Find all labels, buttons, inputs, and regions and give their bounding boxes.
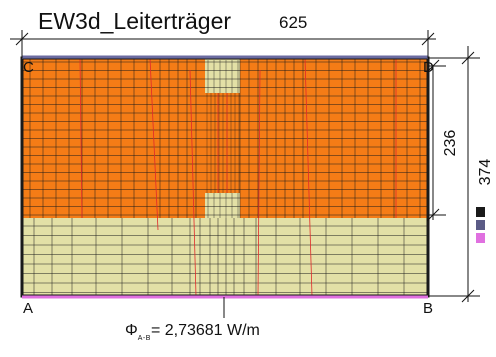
mesh-line (149, 57, 159, 231)
mesh-line (304, 57, 313, 297)
corner-c-label: C (23, 59, 34, 76)
flux-symbol: Φ (125, 322, 138, 339)
corner-a-label: A (23, 300, 34, 317)
dimension-top (10, 30, 436, 58)
mesh-line (257, 69, 261, 297)
materials (22, 58, 428, 296)
dimension-right-374 (428, 46, 480, 303)
flux-value: = 2,73681 W/m (150, 322, 260, 339)
heat-flux-result: ΦA-B= 2,73681 W/m (125, 322, 260, 342)
flux-subscript: A-B (137, 335, 151, 342)
isotherms (79, 57, 397, 297)
legend-swatch-top-boundary (476, 220, 485, 230)
wood-web-bottom (205, 193, 240, 218)
mesh-line (189, 69, 197, 297)
fe-mesh (22, 58, 428, 296)
mesh-line (79, 57, 83, 219)
corner-d-label: D (423, 59, 434, 76)
dimension-upper-height-label: 236 (442, 129, 459, 157)
wood-web-top (205, 58, 240, 93)
wood-lower-region (22, 218, 428, 296)
legend-swatch-wall (476, 207, 485, 217)
legend-swatch-bottom-boundary (476, 233, 485, 243)
dimension-right-236 (426, 59, 446, 222)
drawing-title: EW3d_Leiterträger (38, 8, 232, 34)
corner-b-label: B (423, 300, 434, 317)
dimension-width-label: 625 (279, 13, 308, 32)
dimension-total-height-label: 374 (477, 158, 494, 186)
